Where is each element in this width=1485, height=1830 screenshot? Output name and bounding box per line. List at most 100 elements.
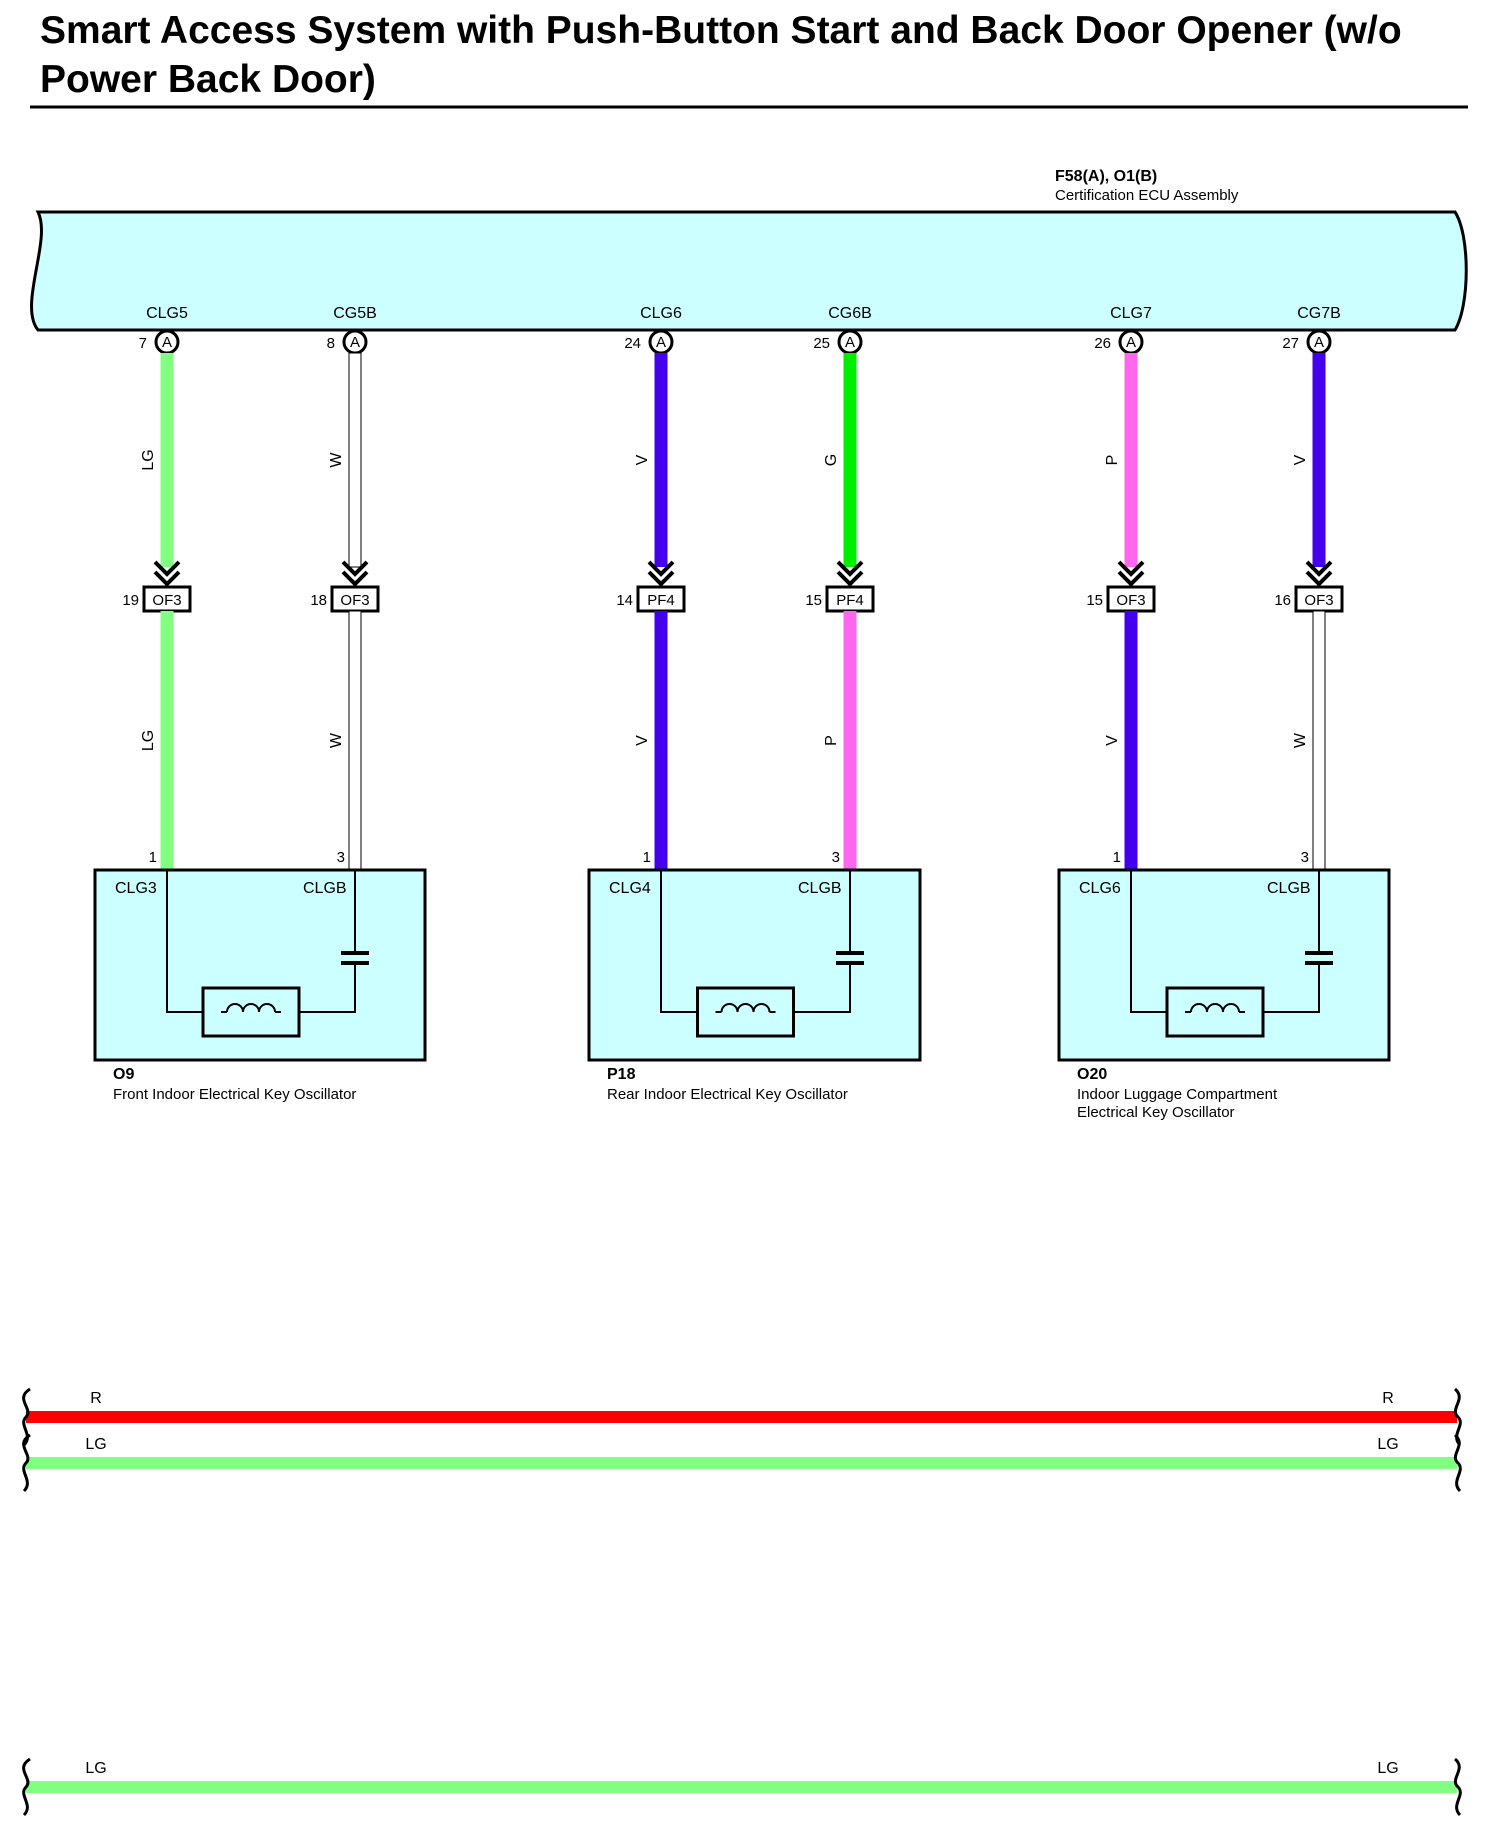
oscillator-name-line2: Electrical Key Oscillator bbox=[1077, 1104, 1235, 1121]
oscillator-body bbox=[1057, 868, 1391, 1062]
bus-break-left-icon bbox=[22, 1433, 31, 1493]
page-title: Smart Access System with Push-Button Sta… bbox=[40, 9, 1402, 101]
bus-line-2: LG LG bbox=[22, 1433, 1462, 1493]
connector-name: OF3 bbox=[152, 592, 181, 609]
oscillator-pin-right: 3 bbox=[1301, 849, 1309, 866]
ecu-terminal-letter: A bbox=[1126, 334, 1136, 351]
upper-wire-color-code: V bbox=[1292, 454, 1309, 465]
lower-wire-1 bbox=[348, 610, 362, 871]
bus-wire bbox=[26, 1781, 1457, 1793]
oscillator-terminal-left: CLG4 bbox=[609, 880, 651, 897]
ecu-terminal-pin: 24 bbox=[624, 335, 641, 352]
oscillator-body bbox=[93, 868, 427, 1062]
bus-label-right: R bbox=[1382, 1390, 1394, 1407]
connector-chevron-icon bbox=[836, 560, 864, 587]
connector-box bbox=[1294, 585, 1344, 613]
lower-wire-color-code: V bbox=[634, 735, 651, 746]
connector-chevron-icon bbox=[647, 560, 675, 587]
lower-wire-2 bbox=[654, 611, 668, 870]
upper-wire-color-code: V bbox=[634, 454, 651, 465]
lower-wire-color-code: W bbox=[328, 732, 345, 748]
lower-wire-4 bbox=[1124, 611, 1138, 870]
connector-pin: 16 bbox=[1274, 592, 1291, 609]
ecu-terminal-label: CG6B bbox=[828, 305, 872, 322]
oscillator-terminal-left: CLG3 bbox=[115, 880, 157, 897]
lower-wire-color-code: LG bbox=[140, 730, 157, 751]
bus-label-left: R bbox=[90, 1390, 102, 1407]
upper-wire-color-code: P bbox=[1104, 455, 1121, 466]
oscillator-terminal-right: CLGB bbox=[798, 880, 842, 897]
ecu-terminal-pin: 26 bbox=[1094, 335, 1111, 352]
oscillator-pin-right: 3 bbox=[337, 849, 345, 866]
ecu-terminal-pin: 25 bbox=[813, 335, 830, 352]
oscillator-pin-left: 1 bbox=[149, 849, 157, 866]
lower-wire-color-code: P bbox=[823, 735, 840, 746]
oscillator-pin-right: 3 bbox=[832, 849, 840, 866]
upper-wire-2 bbox=[654, 353, 668, 567]
bus-break-right-icon bbox=[1453, 1433, 1462, 1493]
ecu-code: F58(A), O1(B) bbox=[1055, 168, 1157, 185]
bus-break-left-icon bbox=[22, 1757, 31, 1817]
oscillator-name: Front Indoor Electrical Key Oscillator bbox=[113, 1086, 356, 1103]
upper-wire-3 bbox=[843, 353, 857, 567]
coil-icon bbox=[696, 986, 795, 1038]
connector-pin: 18 bbox=[310, 592, 327, 609]
oscillator-code: O9 bbox=[113, 1066, 134, 1083]
oscillator-pin-left: 1 bbox=[643, 849, 651, 866]
coil-icon bbox=[1165, 986, 1265, 1038]
bus-label-right: LG bbox=[1377, 1436, 1398, 1453]
upper-wire-0 bbox=[160, 353, 174, 567]
upper-wire-1 bbox=[348, 352, 362, 568]
connector-chevron-icon bbox=[153, 560, 181, 587]
ecu-terminal-label: CG7B bbox=[1297, 305, 1341, 322]
connector-box bbox=[825, 585, 875, 613]
oscillator-code: P18 bbox=[607, 1066, 636, 1083]
connector-name: OF3 bbox=[1304, 592, 1333, 609]
upper-wire-5 bbox=[1312, 353, 1326, 567]
ecu-terminal-pin: 7 bbox=[139, 335, 147, 352]
bus-label-left: LG bbox=[85, 1436, 106, 1453]
lower-wire-5 bbox=[1312, 610, 1326, 871]
oscillator-body bbox=[587, 868, 922, 1062]
coil-icon bbox=[201, 986, 301, 1038]
oscillator-name: Indoor Luggage Compartment bbox=[1077, 1086, 1278, 1103]
oscillator-pin-left: 1 bbox=[1113, 849, 1121, 866]
ecu-terminal-letter: A bbox=[162, 334, 172, 351]
ecu-terminal-letter: A bbox=[845, 334, 855, 351]
connector-chevron-icon bbox=[1117, 560, 1145, 587]
lower-wire-3 bbox=[843, 611, 857, 870]
lower-wire-0 bbox=[160, 611, 174, 870]
connector-chevron-icon bbox=[1305, 560, 1333, 587]
ecu-terminal-pin: 27 bbox=[1282, 335, 1299, 352]
bus-wire bbox=[26, 1457, 1457, 1469]
oscillator-terminal-right: CLGB bbox=[303, 880, 347, 897]
bus-wire bbox=[26, 1411, 1457, 1423]
ecu-terminal-label: CLG5 bbox=[146, 305, 188, 322]
connector-pin: 15 bbox=[1086, 592, 1103, 609]
upper-wire-color-code: G bbox=[823, 454, 840, 466]
ecu-body bbox=[30, 210, 1468, 332]
oscillator-name: Rear Indoor Electrical Key Oscillator bbox=[607, 1086, 848, 1103]
ecu-terminal-letter: A bbox=[350, 334, 360, 351]
lower-wire-color-code: V bbox=[1104, 735, 1121, 746]
ecu-terminal-letter: A bbox=[656, 334, 666, 351]
connector-pin: 14 bbox=[616, 592, 633, 609]
oscillator-code: O20 bbox=[1077, 1066, 1107, 1083]
upper-wire-color-code: W bbox=[328, 452, 345, 468]
bus-label-right: LG bbox=[1377, 1760, 1398, 1777]
connector-name: PF4 bbox=[836, 592, 864, 609]
ecu-terminal-letter: A bbox=[1314, 334, 1324, 351]
oscillator-terminal-left: CLG6 bbox=[1079, 880, 1121, 897]
ecu-terminal-label: CLG6 bbox=[640, 305, 682, 322]
